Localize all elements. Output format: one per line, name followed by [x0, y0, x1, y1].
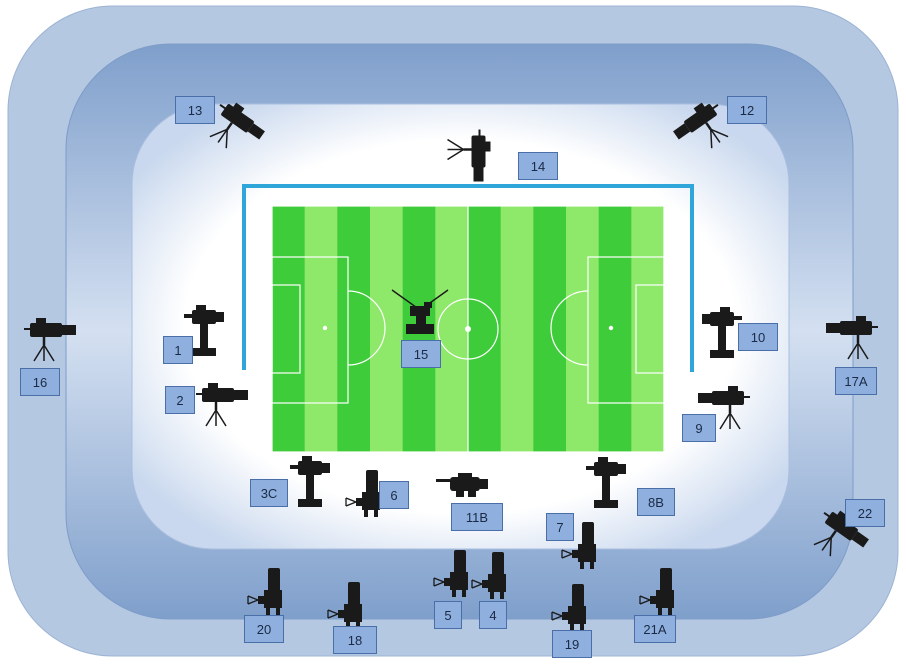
- position-label-18: 18: [333, 626, 377, 654]
- position-label-15: 15: [401, 340, 441, 368]
- position-label-2: 2: [165, 386, 195, 414]
- tripod-camera-icon: [441, 126, 494, 188]
- position-label-20: 20: [244, 615, 284, 643]
- pitch-stripe: [598, 206, 632, 452]
- pedestal-camera-icon: [184, 304, 226, 365]
- pitch-stripe: [468, 206, 502, 452]
- position-label-6: 6: [379, 481, 409, 509]
- tripod-camera-icon: [194, 91, 275, 170]
- center-spot: [465, 326, 471, 332]
- handheld-operator-camera-icon: [550, 582, 594, 637]
- position-label-12: 12: [727, 96, 767, 124]
- handheld-operator-camera-icon: [246, 566, 290, 621]
- pitch-stripe: [435, 206, 469, 452]
- position-label-3c: 3C: [250, 479, 288, 507]
- position-label-16: 16: [20, 368, 60, 396]
- right-penalty-spot: [608, 325, 614, 331]
- position-label-17a: 17A: [835, 367, 877, 395]
- tripod-camera-icon: [192, 380, 254, 433]
- pitch-stripe: [304, 206, 338, 452]
- pitch-stripe: [631, 206, 665, 452]
- position-label-5: 5: [434, 601, 462, 629]
- position-label-13: 13: [175, 96, 215, 124]
- tripod-camera-icon: [820, 313, 882, 366]
- pedestal-camera-icon: [700, 306, 742, 367]
- position-label-19: 19: [552, 630, 592, 658]
- handheld-operator-camera-icon: [344, 468, 388, 523]
- position-label-4: 4: [479, 601, 507, 629]
- pitch-stripe: [500, 206, 534, 452]
- pitch-side-barrier: [242, 184, 694, 372]
- position-label-8b: 8B: [637, 488, 675, 516]
- tripod-camera-icon: [20, 315, 82, 368]
- handheld-operator-camera-icon: [470, 550, 514, 605]
- pitch-stripe: [370, 206, 404, 452]
- position-label-11b: 11B: [451, 503, 503, 531]
- pedestal-camera-icon: [290, 455, 332, 516]
- tripod-camera-icon: [662, 91, 743, 170]
- left-goal-area: [271, 284, 301, 374]
- position-label-9: 9: [682, 414, 716, 442]
- pitch-stripe: [566, 206, 600, 452]
- rail-camera-icon: [436, 473, 490, 504]
- position-label-1: 1: [163, 336, 193, 364]
- right-goal-area: [635, 284, 665, 374]
- position-label-10: 10: [738, 323, 778, 351]
- position-label-22: 22: [845, 499, 885, 527]
- position-label-14: 14: [518, 152, 558, 180]
- left-penalty-arc: [347, 290, 386, 366]
- position-label-21a: 21A: [634, 615, 676, 643]
- spidercam-icon: [390, 288, 450, 345]
- handheld-operator-camera-icon: [638, 566, 682, 621]
- left-penalty-spot: [322, 325, 328, 331]
- tripod-camera-icon: [692, 383, 754, 436]
- pedestal-camera-icon: [586, 456, 628, 517]
- pitch-stripe: [337, 206, 371, 452]
- right-penalty-arc: [550, 290, 589, 366]
- handheld-operator-camera-icon: [432, 548, 476, 603]
- pitch-stripe: [533, 206, 567, 452]
- handheld-operator-camera-icon: [560, 520, 604, 575]
- position-label-7: 7: [546, 513, 574, 541]
- handheld-operator-camera-icon: [326, 580, 370, 635]
- football-pitch: [271, 205, 665, 453]
- center-circle: [437, 298, 499, 360]
